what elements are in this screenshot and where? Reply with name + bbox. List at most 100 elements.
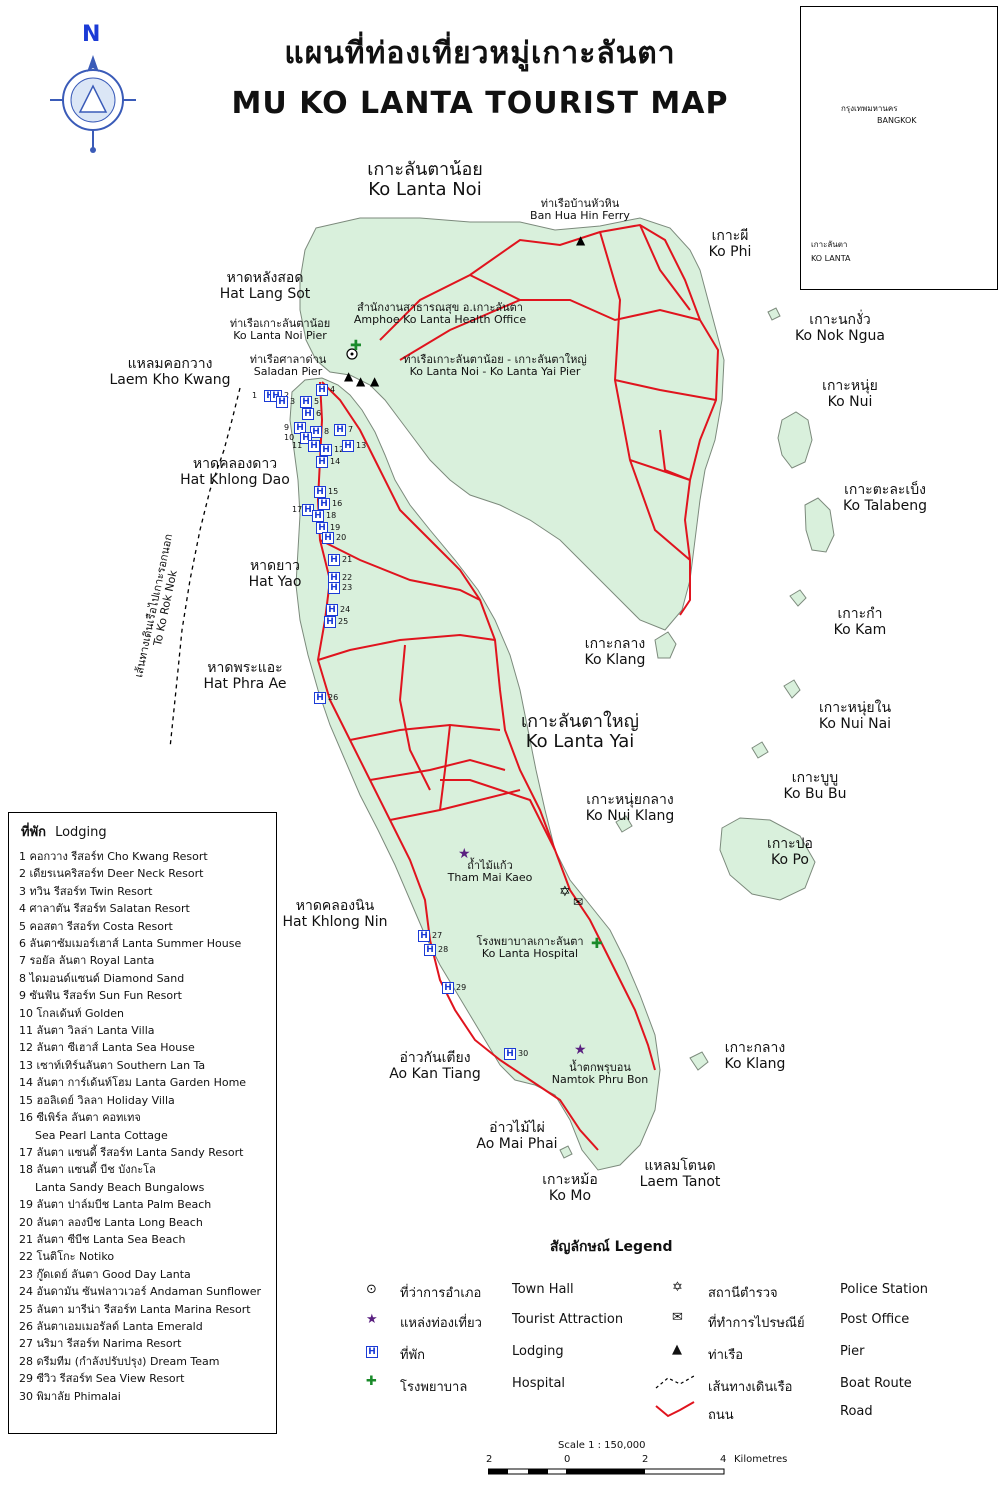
island-ko-lanta-yai (289, 377, 661, 1171)
lodging-list-item: 4 ศาลาตัน รีสอร์ท Salatan Resort (19, 902, 190, 916)
lodging-marker-number: 4 (330, 385, 336, 394)
legend-pier-en: Pier (840, 1344, 865, 1359)
lodging-marker: H (334, 424, 346, 436)
inset-lanta-thai: เกาะลันตา (811, 240, 848, 249)
legend-town-hall-symbol: ⊙ (366, 1282, 377, 1297)
lodging-list-item: 25 ลันตา มารีน่า รีสอร์ท Lanta Marina Re… (19, 1302, 251, 1316)
label-ao-mai-phai: อ่าวไม้ไผ่Ao Mai Phai (476, 1120, 558, 1152)
island-ko-nok-ngua (767, 307, 781, 321)
label-ko-phi: เกาะผีKo Phi (708, 228, 752, 260)
island-ko-kam (789, 589, 807, 607)
lodging-marker-number: 26 (328, 693, 339, 702)
lodging-marker-number: 15 (328, 487, 339, 496)
lodging-list-item: 27 นริมา รีสอร์ท Narima Resort (19, 1337, 182, 1351)
lodging-list-item: 30 พิมาลัย Phimalai (19, 1389, 121, 1403)
scale-unit: Kilometres (734, 1454, 788, 1465)
legend-police-th: สถานีตำรวจ (708, 1286, 778, 1301)
island-ko-klang-s (689, 1051, 709, 1071)
lodging-marker-number: 1 (252, 391, 258, 400)
lodging-marker-number: 28 (438, 945, 449, 954)
map-title-thai: แผนที่ท่องเที่ยวหมู่เกาะลันตา (284, 36, 676, 71)
lodging-marker-number: 3 (290, 397, 296, 406)
lodging-list-item: Lanta Sandy Beach Bungalows (35, 1180, 205, 1194)
lodging-list-item: 15 ฮอลิเดย์ วิลลา Holiday Villa (19, 1093, 175, 1107)
lodging-list-item: 17 ลันตา แซนดี้ รีสอร์ท Lanta Sandy Reso… (19, 1145, 244, 1159)
legend-town-hall-th: ที่ว่าการอำเภอ (400, 1286, 482, 1301)
legend-tourist-symbol: ★ (366, 1312, 378, 1327)
lodging-list-item: 12 ลันตา ซีเฮาส์ Lanta Sea House (19, 1041, 195, 1055)
lodging-list-item: 23 กู๊ดเดย์ ลันตา Good Day Lanta (19, 1267, 191, 1281)
lodging-marker-number: 18 (326, 511, 337, 520)
lodging-marker: H (328, 582, 340, 594)
island-ko-nui-nai (783, 679, 801, 699)
lodging-marker-number: 22 (342, 573, 353, 582)
attraction-marker-tham-mai-kaeo: ★ (458, 846, 471, 862)
lodging-marker: H (322, 532, 334, 544)
lodging-marker-number: 16 (332, 499, 343, 508)
scale-label: Scale 1 : 150,000 (558, 1440, 646, 1451)
lodging-marker-number: 8 (324, 427, 330, 436)
lodging-marker-number: 17 (292, 505, 303, 514)
label-ko-lanta-yai: เกาะลันตาใหญ่Ko Lanta Yai (521, 711, 639, 752)
lodging-list-item: 5 คอสตา รีสอร์ท Costa Resort (19, 919, 173, 933)
lodging-marker-number: 19 (330, 523, 341, 532)
lodging-marker: H (424, 944, 436, 956)
label-noi-yai-pier: ท่าเรือเกาะลันตาน้อย - เกาะลันตาใหญ่Ko L… (403, 353, 587, 378)
island-ko-nui (777, 411, 813, 469)
legend-boat-route-symbol (655, 1375, 695, 1389)
lodging-list-item: 7 รอยัล ลันตา Royal Lanta (19, 954, 155, 968)
lodging-marker: H (316, 456, 328, 468)
island-ko-nui-klang (615, 815, 633, 833)
lodging-marker-number: 2 (284, 391, 289, 400)
lodging-list-item: 28 ดรีมทีม (กำลังปรับปรุง) Dream Team (19, 1354, 220, 1368)
lodging-list-item: Sea Pearl Lanta Cottage (35, 1128, 168, 1142)
lodging-marker: H (314, 692, 326, 704)
lodging-marker-number: 30 (518, 1049, 529, 1058)
lodging-list-item: 13 เซาท์เทิร์นลันตา Southern Lan Ta (19, 1058, 206, 1072)
inset-map: กรุงเทพมหานคร BANGKOK เกาะลันตา KO LANTA (800, 6, 998, 290)
pier-marker-saladan: ▲ (344, 369, 354, 383)
pier-marker-noi-yai-1: ▲ (356, 374, 366, 388)
town-hall-marker (346, 348, 358, 360)
lodging-marker: H (418, 930, 430, 942)
lodging-marker: H (504, 1048, 516, 1060)
lodging-list-item: 8 ไดมอนด์แซนด์ Diamond Sand (19, 971, 185, 985)
lodging-list-item: 10 โกลเด้นท์ Golden (19, 1006, 125, 1020)
lodging-marker-number: 25 (338, 617, 349, 626)
lodging-marker: H (342, 440, 354, 452)
lodging-marker-number: 24 (340, 605, 351, 614)
lodging-marker-number: 21 (342, 555, 353, 564)
lodging-list-item: 22 โนติโกะ Notiko (19, 1250, 115, 1264)
legend-police-en: Police Station (840, 1282, 929, 1297)
compass-rose (50, 55, 136, 153)
lodging-list-item: 19 ลันตา ปาล์มบีช Lanta Palm Beach (19, 1198, 212, 1212)
lodging-marker: H (324, 616, 336, 628)
legend-boat-th: เส้นทางเดินเรือ (708, 1380, 793, 1395)
police-marker: ✡ (559, 884, 571, 900)
legend-tourist-en: Tourist Attraction (512, 1312, 624, 1327)
lodging-list-item: 14 ลันตา การ์เด้นท์โฮม Lanta Garden Home (19, 1076, 247, 1090)
legend-hospital-symbol: ✚ (366, 1374, 377, 1389)
legend-tourist-th: แหล่งท่องเที่ยว (400, 1316, 482, 1331)
lodging-list-item: 3 ทวิน รีสอร์ท Twin Resort (19, 884, 153, 898)
legend-road-th: ถนน (708, 1408, 734, 1423)
legend-town-hall-en: Town Hall (512, 1282, 574, 1297)
lodging-list-panel: ที่พัก Lodging 1 คอกวาง รีสอร์ท Cho Kwan… (8, 812, 277, 1434)
scale-bar: Scale 1 : 150,000 2 0 2 4 Kilometres (480, 1440, 800, 1480)
island-ko-klang-n (654, 631, 677, 659)
